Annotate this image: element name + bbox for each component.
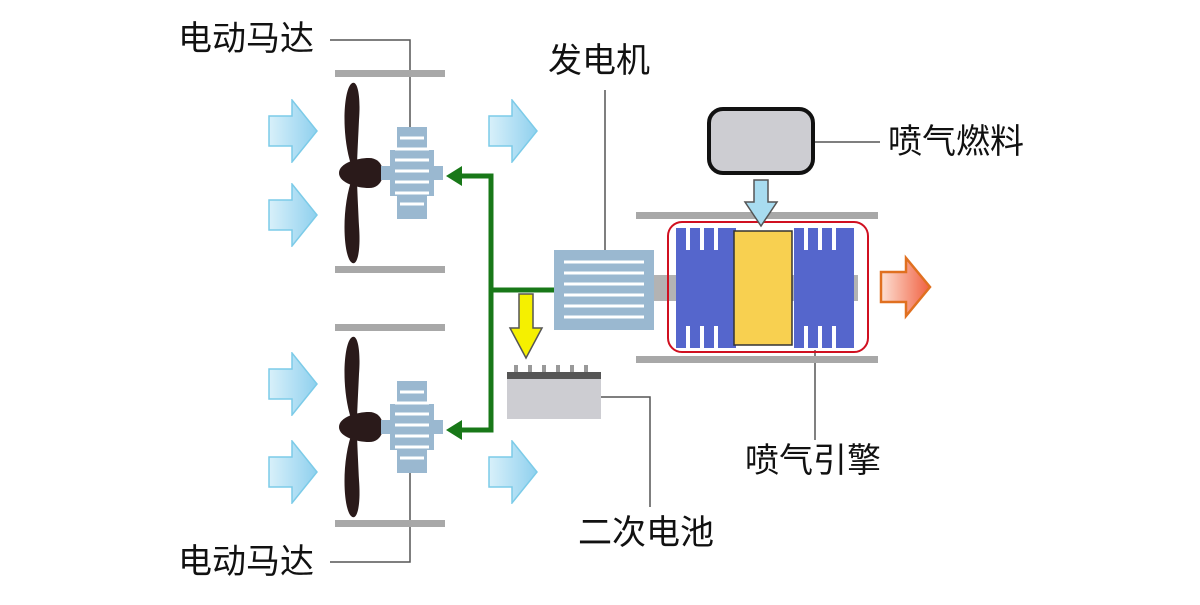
propeller-motor-unit-bottom [335,324,447,529]
intake-arrow-icon [268,99,318,163]
leader-battery [600,396,651,507]
fuel-arrow-icon [743,179,779,228]
exhaust-arrow-icon [879,254,932,320]
intake-arrow-icon [268,183,318,247]
label-battery: 二次电池 [578,513,714,553]
intake-arrow-icon [488,440,538,504]
battery [507,365,601,419]
combustor [733,230,793,346]
charge-arrow-icon [508,293,544,360]
label-generator: 发电机 [548,41,650,81]
intake-arrow-icon [268,352,318,416]
leader-motor-top [330,39,411,130]
turbine [794,228,854,348]
fuel-tank [707,107,815,175]
label-jet-engine: 喷气引擎 [745,441,881,481]
label-jet-fuel: 喷气燃料 [888,122,1024,162]
engine-outline [667,221,869,353]
generator [554,250,654,330]
power-lines [446,166,556,440]
leader-motor-bottom [330,468,411,563]
propeller-motor-unit-top [335,70,447,275]
label-motor-top: 电动马达 [178,19,314,59]
intake-arrow-icon [488,99,538,163]
leader-lines [330,39,880,563]
compressor [676,228,736,348]
label-motor-bottom: 电动马达 [178,542,314,582]
intake-arrow-icon [268,440,318,504]
jet-engine [636,212,878,363]
